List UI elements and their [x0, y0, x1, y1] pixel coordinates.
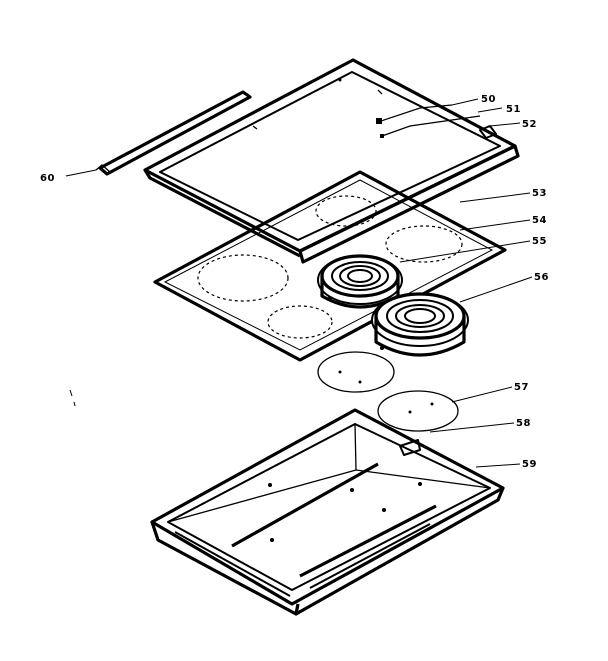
- label-59: 59: [522, 459, 537, 470]
- scan-marks: [69, 389, 76, 407]
- label-55: 55: [532, 236, 547, 247]
- part-57-reflector-plates[interactable]: [317, 351, 459, 432]
- label-56: 56: [534, 272, 549, 283]
- part-labels: 50 51 52 53 54 55 56 57 58 59 60: [40, 94, 549, 470]
- label-52: 52: [522, 119, 537, 130]
- label-60: 60: [40, 173, 55, 184]
- label-58: 58: [516, 418, 531, 429]
- label-54: 54: [532, 215, 547, 226]
- main-top-frame[interactable]: [143, 58, 520, 264]
- leader-lines: [65, 98, 533, 468]
- label-57: 57: [514, 382, 529, 393]
- label-51: 51: [506, 104, 521, 115]
- part-54-cooktop-panel[interactable]: [153, 170, 507, 362]
- part-55-burner-coil[interactable]: [317, 254, 403, 309]
- label-53: 53: [532, 188, 547, 199]
- part-60-trim-strip[interactable]: [95, 90, 252, 176]
- label-50: 50: [481, 94, 496, 105]
- part-56-burner-coil[interactable]: [371, 292, 469, 357]
- part-59-bottom-pan[interactable]: [150, 408, 505, 616]
